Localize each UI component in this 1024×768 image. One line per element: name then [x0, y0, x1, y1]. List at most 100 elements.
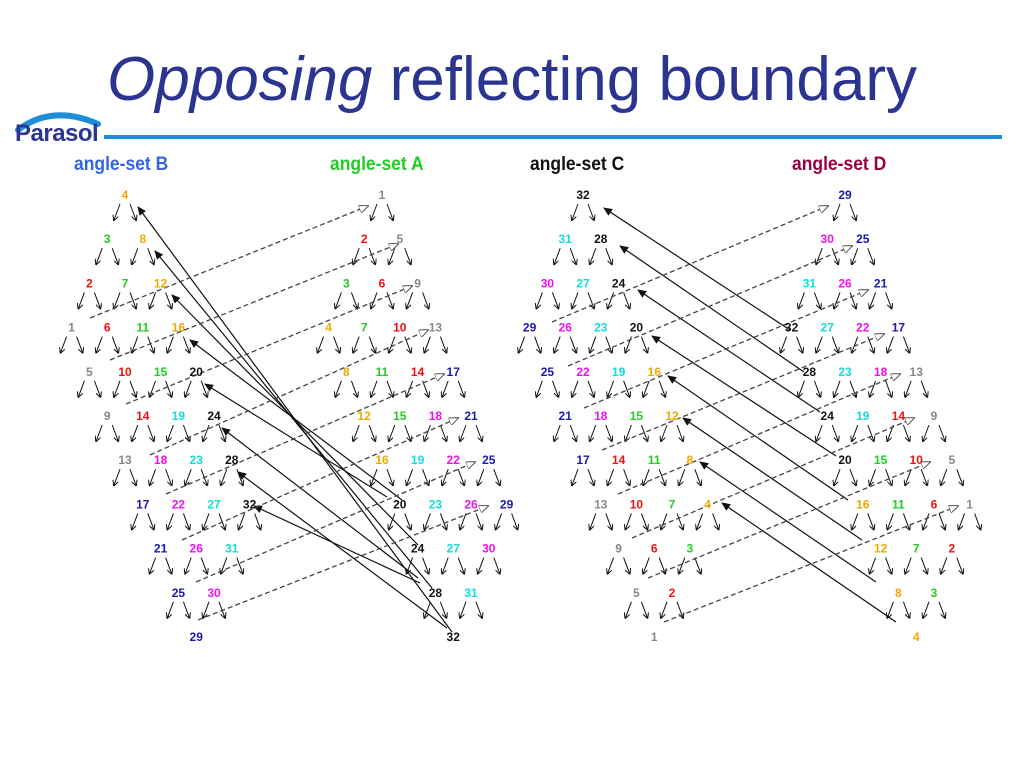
cell-c-17: 17: [576, 453, 590, 467]
cell-b-31: 31: [225, 542, 239, 556]
dependency-arrow: [572, 292, 579, 308]
dependency-arrow: [712, 513, 719, 529]
dependency-arrow: [902, 513, 909, 529]
cell-d-6: 6: [931, 497, 938, 511]
cell-a-15: 15: [393, 409, 407, 423]
dependency-arrow: [422, 292, 429, 308]
cell-d-5: 5: [948, 453, 955, 467]
dependency-arrow: [590, 424, 597, 441]
cell-c-24: 24: [612, 276, 626, 290]
dependency-arrow: [852, 248, 859, 264]
dependency-arrow: [902, 601, 909, 618]
cell-c-29: 29: [523, 321, 537, 335]
dependency-arrow: [676, 424, 683, 441]
cell-a-6: 6: [379, 276, 386, 290]
dependency-arrow: [439, 424, 446, 441]
reflection-arrow-solid: [237, 471, 448, 629]
dependency-arrow: [885, 292, 892, 308]
dependency-arrow: [389, 513, 396, 529]
dependency-arrow: [368, 336, 375, 353]
dependency-arrow: [796, 336, 803, 353]
dependency-arrow: [478, 557, 485, 574]
cell-c-9: 9: [615, 542, 622, 556]
cell-c-31: 31: [559, 232, 573, 246]
cell-b-23: 23: [190, 453, 204, 467]
dependency-arrow: [813, 380, 820, 397]
dependency-arrow: [974, 513, 981, 529]
cell-c-28: 28: [594, 232, 608, 246]
dependency-arrow: [457, 380, 464, 397]
dependency-arrow: [404, 248, 411, 264]
cell-c-10: 10: [630, 497, 644, 511]
cell-a-31: 31: [464, 586, 478, 600]
dependency-arrow: [623, 557, 630, 574]
dependency-arrow: [959, 513, 966, 529]
dependency-arrow: [478, 469, 485, 485]
cell-c-25: 25: [541, 365, 555, 379]
dependency-arrow: [218, 424, 225, 441]
dependency-arrow: [368, 248, 375, 264]
angle-set-d-label: angle-set D: [792, 154, 887, 175]
dependency-arrow: [536, 292, 543, 308]
dependency-arrow: [852, 424, 859, 441]
dependency-arrow: [885, 380, 892, 397]
dependency-arrow: [608, 469, 615, 485]
dependency-arrow: [623, 469, 630, 485]
dependency-arrow: [605, 248, 612, 264]
dependency-arrow: [457, 557, 464, 574]
cell-d-12: 12: [874, 542, 888, 556]
cell-a-9: 9: [414, 276, 421, 290]
cell-a-19: 19: [411, 453, 425, 467]
dependency-arrow: [114, 203, 121, 220]
cell-c-4: 4: [704, 497, 711, 511]
dependency-arrow: [511, 513, 518, 529]
cell-c-12: 12: [665, 409, 679, 423]
cell-d-28: 28: [803, 365, 817, 379]
reflection-arrow-solid: [171, 294, 419, 546]
dependency-arrow: [905, 380, 912, 397]
dependency-arrow: [132, 424, 139, 441]
dependency-arrow: [658, 469, 665, 485]
dependency-arrow: [870, 380, 877, 397]
cell-c-27: 27: [576, 276, 590, 290]
cell-b-21: 21: [154, 542, 168, 556]
dependency-arrow: [475, 424, 482, 441]
cell-a-32: 32: [447, 630, 461, 644]
dependency-arrow: [849, 292, 856, 308]
dependency-arrow: [147, 248, 154, 264]
dependency-arrow: [185, 557, 192, 574]
dependency-arrow: [386, 292, 393, 308]
reflection-arrow-dashed: [617, 374, 900, 495]
cell-c-20: 20: [630, 321, 644, 335]
cell-c-11: 11: [648, 453, 661, 467]
dependency-arrow: [834, 292, 841, 308]
dependency-arrow: [867, 336, 874, 353]
dependency-arrow: [679, 469, 686, 485]
cell-b-12: 12: [154, 276, 168, 290]
dependency-arrow: [867, 424, 874, 441]
cell-d-25: 25: [856, 232, 870, 246]
dependency-arrow: [938, 513, 945, 529]
cell-d-32: 32: [785, 321, 799, 335]
dependency-arrow: [625, 513, 632, 529]
dependency-arrow: [625, 424, 632, 441]
dependency-arrow: [353, 424, 360, 441]
cell-b-20: 20: [190, 365, 204, 379]
cell-d-30: 30: [821, 232, 835, 246]
dependency-arrow: [640, 513, 647, 529]
cell-c-18: 18: [594, 409, 608, 423]
cell-a-1: 1: [379, 188, 386, 202]
dependency-arrow: [941, 557, 948, 574]
dependency-arrow: [938, 424, 945, 441]
cell-d-1: 1: [966, 497, 973, 511]
dependency-arrow: [129, 292, 136, 308]
cell-a-20: 20: [393, 497, 407, 511]
dependency-arrow: [475, 601, 482, 618]
dependency-arrow: [870, 557, 877, 574]
dependency-arrow: [849, 380, 856, 397]
dependency-arrow: [496, 513, 503, 529]
reflection-arrow-solid: [204, 383, 388, 498]
reflection-arrow-solid: [682, 417, 863, 541]
cell-a-7: 7: [361, 321, 368, 335]
dependency-arrow: [442, 380, 449, 397]
